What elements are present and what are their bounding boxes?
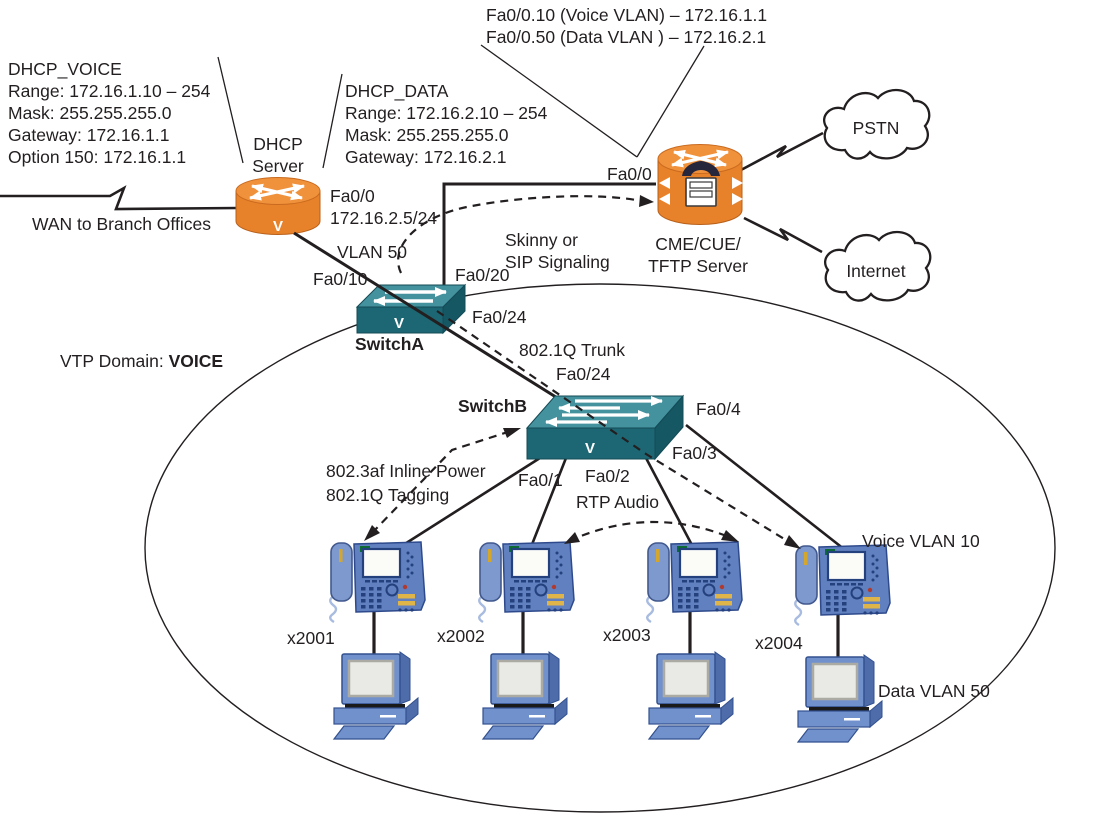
inline-power-label-1: 802.3af Inline Power: [326, 461, 486, 481]
arrowhead: [721, 530, 739, 542]
rtp-audio-arrow: [568, 520, 735, 543]
cme-fa00-label: Fa0/0: [607, 164, 652, 184]
dhcp-data-pool-mask: Mask: 255.255.255.0: [345, 125, 509, 145]
vlan50-label: VLAN 50: [337, 242, 407, 262]
vtp-domain-boundary-ellipse: [144, 283, 1056, 813]
switcha-fa020-label: Fa0/20: [455, 265, 510, 285]
data-vlan-label: Data VLAN 50: [878, 681, 990, 701]
switcha-name-label: SwitchA: [355, 334, 424, 354]
switcha-to-cme-link: [442, 182, 656, 290]
ip-phone-icon: [478, 540, 576, 624]
dhcp-router-v-badge: V: [273, 218, 283, 235]
arrowhead: [784, 535, 801, 549]
pc-icon: [481, 650, 569, 741]
signaling-label-1: Skinny or: [505, 230, 578, 250]
arrowhead: [639, 195, 654, 207]
switchb-fa02-label: Fa0/2: [585, 466, 630, 486]
phone-extension-label: x2003: [603, 625, 651, 645]
switchb-fa024-label: Fa0/24: [556, 364, 611, 384]
switcha-fa010-label: Fa0/10: [313, 269, 368, 289]
pc-icon: [647, 650, 735, 741]
signaling-label-2: SIP Signaling: [505, 252, 610, 272]
switchb-fa04-label: Fa0/4: [696, 399, 741, 419]
cme-label-1: CME/CUE/: [655, 234, 741, 254]
wan-link-line: [0, 185, 239, 211]
dhcp-data-pool-gateway: Gateway: 172.16.2.1: [345, 147, 507, 167]
dhcp-data-leader-line: [322, 73, 343, 169]
ip-phone-icon: [794, 543, 892, 627]
phone-extension-label: x2002: [437, 626, 485, 646]
dhcp-ip-label: 172.16.2.5/24: [330, 208, 437, 228]
dhcp-voice-pool-gateway: Gateway: 172.16.1.1: [8, 125, 170, 145]
switch-a-v-badge: V: [394, 315, 404, 332]
cme-router-icon: [657, 144, 743, 225]
subif-voice-label: Fa0/0.10 (Voice VLAN) – 172.16.1.1: [486, 5, 767, 25]
rtp-audio-label: RTP Audio: [576, 492, 659, 512]
arrowhead: [503, 428, 521, 438]
phone-extension-label: x2004: [755, 633, 803, 653]
dhcp-voice-pool-range: Range: 172.16.1.10 – 254: [8, 81, 211, 101]
phone-extension-label: x2001: [287, 628, 335, 648]
switchb-phone2-link: [529, 457, 568, 548]
trunk-label: 802.1Q Trunk: [519, 340, 625, 360]
pstn-label: PSTN: [853, 118, 900, 138]
handset-icon: [682, 161, 720, 176]
voice-vlan-label: Voice VLAN 10: [862, 531, 980, 551]
dhcp-server-label-2: Server: [252, 156, 304, 176]
internet-label: Internet: [846, 261, 905, 281]
trunk-link-line: [293, 231, 560, 401]
ip-phone-icon: [646, 540, 744, 624]
dhcp-voice-pool-name: DHCP_VOICE: [8, 59, 122, 80]
vlan50-dashed-path: [436, 310, 795, 546]
dhcp-data-pool-name: DHCP_DATA: [345, 81, 449, 102]
ip-phone-icon: [329, 540, 427, 624]
subif-data-label: Fa0/0.50 (Data VLAN ) – 172.16.2.1: [486, 27, 766, 47]
pc-icon: [332, 650, 420, 741]
cme-label-2: TFTP Server: [648, 256, 748, 276]
dhcp-server-label-1: DHCP: [253, 134, 303, 154]
switch-b-icon: V: [525, 394, 685, 461]
switchb-fa01-label: Fa0/1: [518, 470, 563, 490]
switchb-phone4-link: [685, 423, 850, 555]
switchb-fa03-label: Fa0/3: [672, 443, 717, 463]
subif-leader-right: [636, 45, 705, 158]
dhcp-voice-pool-mask: Mask: 255.255.255.0: [8, 103, 172, 123]
switcha-fa024-label: Fa0/24: [472, 307, 527, 327]
switchb-phone3-link: [644, 457, 695, 548]
vtp-domain-label: VTP Domain: VOICE: [60, 351, 223, 371]
dhcp-router-icon: V: [235, 177, 321, 235]
dhcp-voice-pool-option150: Option 150: 172.16.1.1: [8, 147, 186, 167]
switchb-phone1-link: [399, 456, 541, 549]
arrowhead: [564, 532, 580, 544]
internet-bolt-link: [743, 216, 823, 254]
switch-a-icon: V: [355, 283, 467, 335]
arrowhead: [364, 525, 380, 541]
subif-leader-left: [480, 44, 638, 158]
inline-power-arrow: [371, 428, 515, 534]
pstn-bolt-link: [740, 131, 824, 172]
switchb-name-label: SwitchB: [458, 396, 527, 416]
inline-power-label-2: 802.1Q Tagging: [326, 485, 449, 505]
dhcp-fa00-label: Fa0/0: [330, 186, 375, 206]
switch-b-v-badge: V: [585, 440, 595, 457]
pc-icon: [796, 653, 884, 744]
dhcp-voice-leader-line: [217, 56, 244, 164]
wan-label: WAN to Branch Offices: [32, 214, 211, 234]
dhcp-data-pool-range: Range: 172.16.2.10 – 254: [345, 103, 548, 123]
